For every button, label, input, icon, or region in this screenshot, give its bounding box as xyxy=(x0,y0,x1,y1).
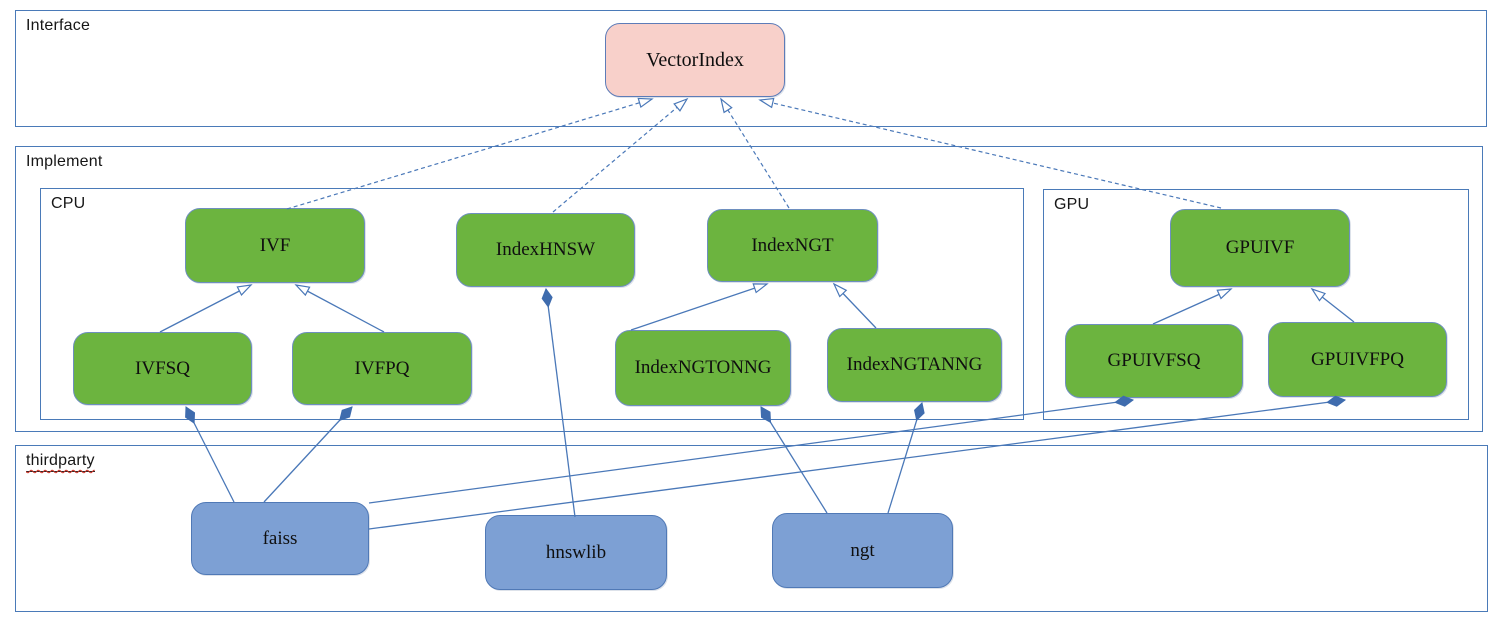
container-label-interface: Interface xyxy=(26,17,91,34)
node-gpuivfsq: GPUIVFSQ xyxy=(1065,324,1243,398)
node-label-indexngtonng: IndexNGTONNG xyxy=(634,357,772,378)
node-hnswlib: hnswlib xyxy=(485,515,667,590)
container-label-gpu: GPU xyxy=(1054,196,1090,213)
node-label-hnswlib: hnswlib xyxy=(545,541,607,563)
node-vectorindex: VectorIndex xyxy=(605,23,785,97)
node-label-indexngtanng: IndexNGTANNG xyxy=(846,354,983,375)
node-indexngtonng: IndexNGTONNG xyxy=(615,330,791,406)
node-label-ivf: IVF xyxy=(259,234,291,256)
node-gpuivfpq: GPUIVFPQ xyxy=(1268,322,1447,397)
node-label-gpuivf: GPUIVF xyxy=(1225,237,1295,258)
node-indexngtanng: IndexNGTANNG xyxy=(827,328,1002,402)
node-label-gpuivfpq: GPUIVFPQ xyxy=(1311,348,1404,370)
container-label-implement: Implement xyxy=(26,153,103,170)
node-label-vectorindex: VectorIndex xyxy=(646,48,744,71)
node-indexhnsw: IndexHNSW xyxy=(456,213,635,287)
node-label-ivfpq: IVFPQ xyxy=(354,357,410,379)
container-label-thirdparty: thirdparty xyxy=(26,452,95,472)
node-ngt: ngt xyxy=(772,513,953,588)
node-ivfsq: IVFSQ xyxy=(73,332,252,405)
node-indexngt: IndexNGT xyxy=(707,209,878,282)
container-label-cpu: CPU xyxy=(51,195,86,212)
node-label-indexhnsw: IndexHNSW xyxy=(495,239,596,260)
node-gpuivf: GPUIVF xyxy=(1170,209,1350,287)
node-label-ivfsq: IVFSQ xyxy=(135,357,190,379)
node-faiss: faiss xyxy=(191,502,369,575)
node-label-gpuivfsq: GPUIVFSQ xyxy=(1107,350,1201,371)
node-label-faiss: faiss xyxy=(262,527,298,549)
node-label-ngt: ngt xyxy=(850,539,875,561)
node-ivfpq: IVFPQ xyxy=(292,332,472,405)
node-label-indexngt: IndexNGT xyxy=(751,234,834,256)
node-ivf: IVF xyxy=(185,208,365,283)
